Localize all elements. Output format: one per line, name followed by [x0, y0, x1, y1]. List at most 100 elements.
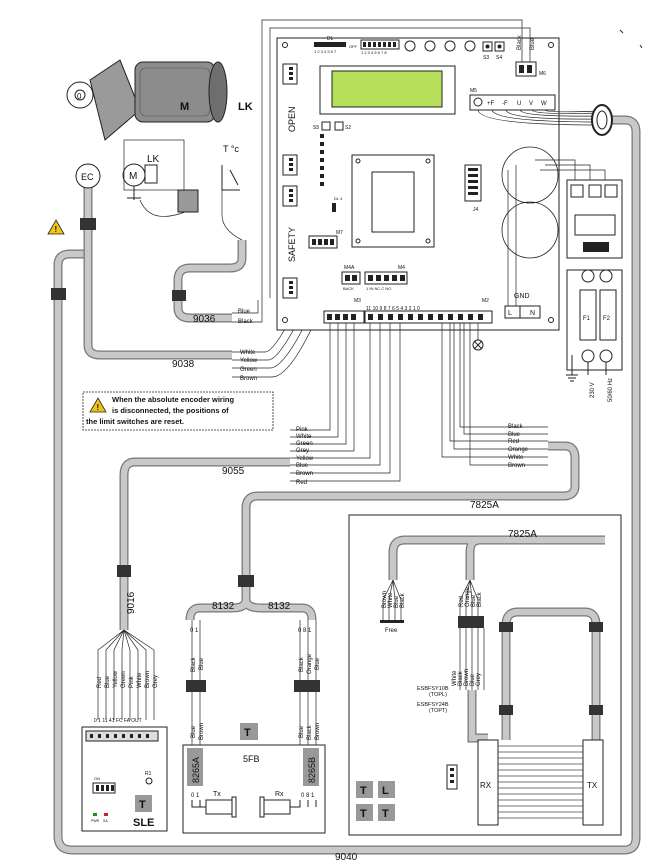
svg-text:Brown: Brown: [145, 671, 151, 688]
warning-box-icon: [89, 397, 107, 413]
label-9036: 9036: [193, 314, 216, 325]
svg-text:White: White: [296, 434, 312, 440]
motor-assembly: 0 M LK: [66, 59, 253, 141]
svg-text:T: T: [244, 727, 251, 739]
svg-text:Blue: Blue: [315, 657, 321, 670]
svg-text:M4A: M4A: [344, 265, 355, 271]
svg-text:U: U: [517, 101, 521, 107]
svg-text:S3: S3: [483, 55, 489, 61]
svg-text:0: 0: [77, 92, 82, 101]
wire-label: White: [240, 350, 256, 356]
svg-text:M7: M7: [336, 230, 343, 236]
light-barrier: RX TX: [477, 739, 604, 826]
svg-text:Grey: Grey: [153, 675, 159, 688]
svg-text:Red: Red: [296, 480, 307, 486]
svg-text:1 2 3 4 5 6 7: 1 2 3 4 5 6 7: [314, 49, 337, 54]
svg-text:Rx: Rx: [275, 791, 284, 798]
svg-text:M: M: [129, 171, 137, 182]
svg-text:the limit switches are reset.: the limit switches are reset.: [86, 417, 184, 426]
svg-text:Yellow: Yellow: [113, 670, 119, 688]
svg-text:Grey: Grey: [296, 448, 309, 454]
svg-text:Red: Red: [97, 677, 103, 688]
svg-text:TX: TX: [587, 781, 598, 790]
svg-text:White: White: [452, 670, 458, 686]
label-9055: 9055: [222, 466, 245, 477]
svg-text:Blue: Blue: [296, 463, 309, 469]
svg-text:T °c: T °c: [223, 144, 239, 154]
svg-text:L: L: [382, 785, 389, 797]
svg-text:DL 4: DL 4: [334, 196, 343, 201]
svg-text:R1: R1: [145, 771, 152, 777]
svg-text:When the absolute encoder wiri: When the absolute encoder wiring: [112, 395, 235, 404]
esb-inset: [348, 514, 622, 836]
wire-label: Blue: [238, 309, 251, 315]
svg-text:Black: Black: [299, 656, 305, 672]
cable-9036: [173, 240, 247, 323]
warning-box: ! When the absolute encoder wiring is di…: [82, 391, 274, 431]
svg-text:White: White: [137, 672, 143, 688]
ferrite-ec: [80, 218, 96, 230]
svg-text:Blue: Blue: [530, 37, 536, 50]
svg-text:Black: Black: [191, 656, 197, 672]
svg-text:Brown: Brown: [464, 669, 470, 686]
fivefb-module: T 8265A 8265B 5FB 0 1 0 8 1 Tx Rx: [182, 723, 326, 834]
svg-text:Blue: Blue: [471, 594, 477, 607]
svg-text:ESBFSY10B: ESBFSY10B: [417, 686, 449, 692]
svg-text:White: White: [508, 455, 524, 461]
svg-text:Grey: Grey: [476, 673, 482, 686]
ferrite-9036: [172, 290, 186, 301]
svg-text:Blue: Blue: [299, 725, 305, 738]
motor-label: M: [180, 101, 189, 113]
svg-text:White: White: [388, 592, 394, 608]
svg-text:RX: RX: [480, 781, 492, 790]
fivefb-label: 5FB: [243, 754, 260, 764]
svg-text:-F: -F: [502, 101, 508, 107]
svg-text:PWR: PWR: [91, 819, 100, 823]
svg-text:BACK: BACK: [343, 286, 354, 291]
svg-text:1 IN NC C NO: 1 IN NC C NO: [366, 286, 391, 291]
svg-text:Red: Red: [459, 596, 465, 607]
svg-text:T: T: [360, 785, 367, 797]
svg-text:Blue: Blue: [191, 725, 197, 738]
small-motor: M LK: [122, 139, 199, 217]
svg-text:Black: Black: [400, 592, 406, 608]
wire-label: Yellow: [240, 358, 258, 364]
svg-text:LK: LK: [147, 154, 160, 165]
svg-text:ESBFSY24B: ESBFSY24B: [417, 702, 449, 708]
svg-text:Blue: Blue: [105, 675, 111, 688]
cable-7825a-inset: [388, 535, 605, 580]
cable-9055: [119, 457, 290, 570]
svg-text:Tx: Tx: [213, 791, 221, 798]
svg-text:!: !: [55, 225, 58, 234]
svg-text:(TOPT): (TOPT): [429, 708, 447, 714]
open-label: OPEN: [287, 106, 297, 132]
svg-text:0 1: 0 1: [191, 793, 200, 799]
svg-text:Brown: Brown: [508, 463, 525, 469]
svg-text:Pink: Pink: [129, 675, 135, 688]
svg-text:Orange: Orange: [307, 653, 313, 674]
svg-text:DL: DL: [327, 36, 334, 42]
svg-text:(TOPL): (TOPL): [429, 692, 447, 698]
svg-text:Red: Red: [508, 439, 519, 445]
svg-text:W: W: [541, 101, 547, 107]
svg-text:Black: Black: [458, 670, 464, 686]
svg-text:Green: Green: [121, 671, 127, 688]
svg-text:+F: +F: [487, 101, 495, 107]
ec-label: EC: [81, 172, 94, 182]
wire-label: Black: [238, 319, 254, 325]
svg-text:Brown: Brown: [315, 723, 321, 740]
svg-text:Blue: Blue: [394, 595, 400, 608]
svg-text:0 1: 0 1: [190, 628, 199, 634]
svg-text:T: T: [382, 808, 389, 820]
svg-text:Orange: Orange: [465, 586, 471, 607]
svg-text:8265A: 8265A: [191, 757, 201, 783]
svg-text:8265B: 8265B: [307, 757, 317, 783]
wire-label: Brown: [240, 376, 257, 382]
label-8132-right: 8132: [268, 601, 291, 612]
svg-text:230 V: 230 V: [590, 382, 596, 398]
thermostat: T °c: [221, 144, 243, 241]
svg-text:M4: M4: [398, 265, 405, 271]
safety-label: SAFETY: [287, 227, 297, 262]
svg-text:1 2 3 4 5 6 7 8: 1 2 3 4 5 6 7 8: [361, 50, 387, 55]
